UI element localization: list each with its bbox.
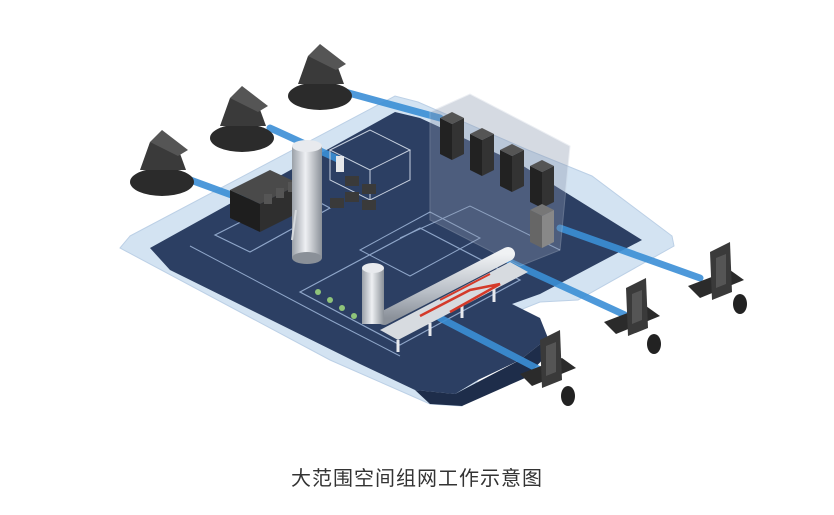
process-units [328, 129, 412, 210]
dish-antenna-2-icon [210, 86, 274, 152]
panel-antenna-3-icon [520, 330, 576, 406]
network-diagram [119, 44, 747, 407]
distillation-tower [291, 140, 322, 264]
glass-building [429, 93, 571, 267]
server-racks [440, 112, 554, 248]
ground-markers [315, 289, 357, 319]
dish-antenna-3-icon [288, 44, 352, 110]
antenna-group-left [130, 44, 352, 196]
panel-antenna-2-icon [604, 278, 661, 354]
signal-beams [181, 88, 704, 374]
dish-antenna-1-icon [130, 130, 194, 196]
diagram-caption: 大范围空间组网工作示意图 [291, 466, 543, 490]
panel-antenna-1-icon [688, 242, 747, 314]
pipe-rack [362, 247, 528, 352]
equipment-cabinets [230, 170, 300, 232]
antenna-group-right [520, 242, 747, 406]
